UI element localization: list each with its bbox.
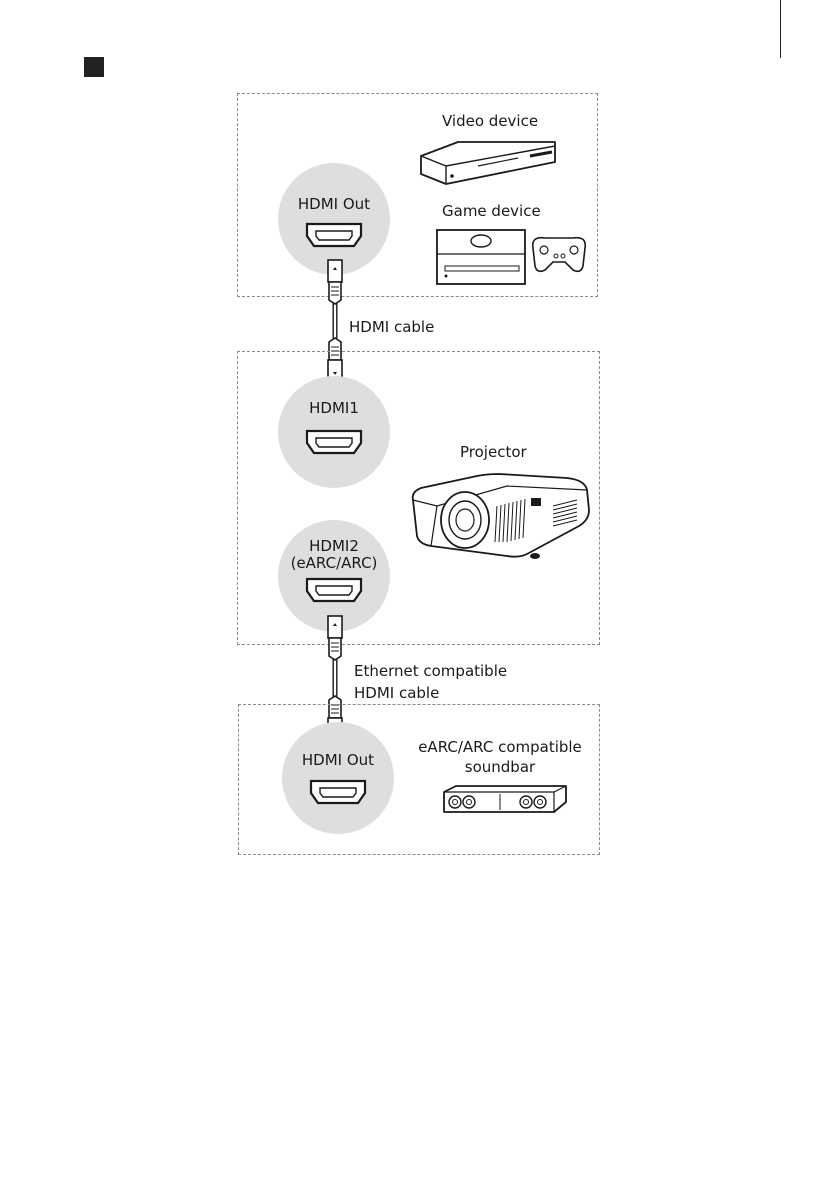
video-device-icon: [418, 138, 558, 188]
soundbar-port-label: HDMI Out: [282, 752, 394, 769]
hdmi-cable-label: HDMI cable: [349, 318, 434, 336]
hdmi-port-icon: [308, 778, 368, 806]
soundbar-icon: [440, 782, 570, 816]
projector-hdmi1-port: HDMI1: [278, 376, 390, 488]
ethernet-cable-line1: Ethernet compatible: [354, 660, 507, 682]
projector-label: Projector: [460, 443, 527, 461]
ethernet-cable-line2: HDMI cable: [354, 682, 507, 704]
game-device-icon: [433, 226, 593, 288]
page-edge-line: [780, 0, 781, 58]
soundbar-hdmi-out-port: HDMI Out: [282, 722, 394, 834]
soundbar-label: eARC/ARC compatible soundbar: [414, 737, 586, 777]
game-device-label: Game device: [442, 202, 541, 220]
hdmi2-label: HDMI2: [278, 538, 390, 555]
earc-arc-label: (eARC/ARC): [278, 555, 390, 572]
hdmi-port-icon: [304, 221, 364, 249]
hdmi1-label: HDMI1: [278, 400, 390, 417]
source-port-label: HDMI Out: [278, 196, 390, 213]
soundbar-line1: eARC/ARC compatible: [414, 737, 586, 757]
video-device-label: Video device: [442, 112, 538, 130]
hdmi-port-icon: [304, 576, 364, 604]
ethernet-cable-label: Ethernet compatible HDMI cable: [354, 660, 507, 704]
hdmi-port-icon: [304, 428, 364, 456]
projector-icon: [407, 470, 593, 562]
soundbar-line2: soundbar: [414, 757, 586, 777]
section-marker: [84, 57, 104, 77]
